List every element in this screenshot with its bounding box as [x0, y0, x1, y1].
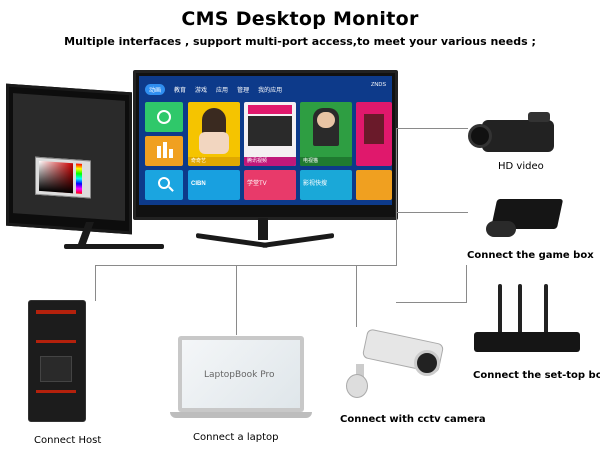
bar-icon — [157, 146, 161, 158]
tile-label: CIBN — [191, 181, 206, 187]
color-picker-panel — [35, 156, 91, 199]
gamepad-icon — [486, 221, 516, 237]
set-top-box-icon — [470, 284, 582, 360]
page-subtitle: Multiple interfaces , support multi-port… — [64, 35, 536, 48]
box-body — [474, 332, 580, 352]
front-monitor: 动画 教育 游戏 应用 管理 我的应用 ZNDS 奇奇艺 — [133, 70, 398, 220]
laptop-base — [170, 412, 312, 418]
hue-slider — [76, 163, 82, 194]
tile-label: 奇奇艺 — [188, 157, 240, 166]
laptop-screen: LaptopBook Pro — [182, 340, 300, 408]
caption-set-top-box: Connect the set-top box — [473, 370, 600, 381]
color-gradient — [39, 160, 73, 194]
front-monitor-neck — [258, 218, 268, 240]
antenna — [498, 284, 502, 336]
accent-stripe — [36, 310, 76, 314]
app-tile: 影视快搜 — [300, 170, 352, 200]
app-tile-green — [145, 102, 183, 132]
tile-label: 学堂TV — [247, 181, 267, 187]
drive-bay — [40, 356, 72, 382]
camera-handle — [528, 112, 550, 122]
bar-icon — [169, 149, 173, 158]
menu-item: 教育 — [174, 86, 187, 94]
game-console-icon — [480, 195, 570, 243]
search-icon-handle — [168, 186, 174, 192]
antenna — [544, 284, 548, 336]
video-camera-icon — [468, 110, 568, 158]
side-monitor — [6, 83, 132, 235]
caption-laptop: Connect a laptop — [193, 432, 279, 443]
app-tile — [356, 102, 392, 166]
app-tile-blue — [145, 170, 183, 200]
camera-lens — [414, 350, 440, 376]
front-monitor-screen: 动画 教育 游戏 应用 管理 我的应用 ZNDS 奇奇艺 — [139, 76, 392, 205]
mount-base — [346, 374, 368, 398]
logo-strip — [248, 105, 292, 114]
person-image — [199, 132, 229, 154]
app-tile-orange — [145, 136, 183, 166]
menu-item: 管理 — [237, 86, 250, 94]
accent-stripe — [36, 390, 76, 393]
caption-hd-video: HD video — [498, 161, 544, 172]
brand-label: ZNDS — [371, 82, 386, 88]
connector-line — [396, 128, 397, 266]
app-tile: 腾讯视频 — [244, 102, 296, 166]
tile-label: 影视快搜 — [303, 181, 328, 187]
bar-icon — [163, 142, 167, 158]
connector-line — [396, 128, 468, 129]
antenna — [518, 284, 522, 336]
laptop-icon: LaptopBook Pro — [170, 336, 312, 422]
camera-lens — [468, 124, 492, 148]
connector-line — [236, 265, 237, 335]
search-icon — [158, 177, 170, 189]
app-tile: CIBN — [188, 170, 240, 200]
connector-line — [95, 265, 397, 266]
tile-label: 电视猫 — [300, 157, 352, 166]
pc-tower-icon — [20, 300, 96, 424]
caption-game-box: Connect the game box — [467, 250, 594, 261]
camera-body — [482, 120, 554, 152]
connector-line — [396, 302, 466, 303]
connector-line — [356, 265, 357, 327]
front-monitor-foot-right — [262, 232, 334, 249]
poster-image — [364, 114, 384, 144]
connector-line — [95, 265, 96, 301]
laptop-screen-text: LaptopBook Pro — [204, 370, 275, 380]
menu-item: 游戏 — [195, 86, 208, 94]
tile-label: 腾讯视频 — [244, 157, 296, 166]
app-tile: 学堂TV — [244, 170, 296, 200]
side-monitor-base — [64, 244, 164, 249]
caption-cctv: Connect with cctv camera — [340, 414, 486, 425]
menu-item: 动画 — [145, 83, 166, 95]
app-tile: 电视猫 — [300, 102, 352, 166]
group-image — [248, 116, 292, 146]
tv-menu: 动画 教育 游戏 应用 管理 我的应用 — [145, 82, 282, 96]
face-image — [317, 112, 335, 128]
person-image — [202, 108, 226, 136]
connector-line — [466, 265, 467, 303]
app-tile: 奇奇艺 — [188, 102, 240, 166]
page-title: CMS Desktop Monitor — [181, 8, 419, 30]
app-tile — [356, 170, 392, 200]
menu-item: 应用 — [216, 86, 229, 94]
cctv-camera-icon — [340, 328, 445, 402]
menu-item: 我的应用 — [258, 86, 283, 94]
connector-line — [396, 212, 468, 213]
accent-stripe — [36, 340, 76, 343]
side-monitor-screen — [13, 93, 125, 221]
caption-host: Connect Host — [34, 435, 102, 446]
circle-icon — [157, 110, 171, 124]
